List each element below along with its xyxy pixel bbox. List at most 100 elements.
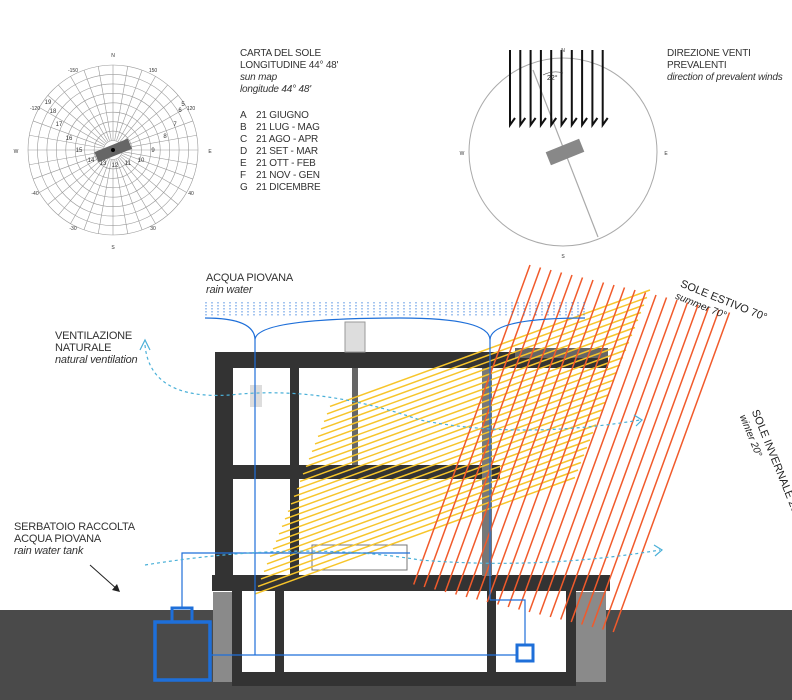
legend-label: 21 DICEMBRE — [256, 182, 321, 193]
azimuth-line — [97, 66, 112, 141]
window — [250, 385, 262, 407]
legend-key: B — [240, 122, 247, 133]
sun-map-center — [111, 148, 115, 152]
hour-label: 6 — [178, 108, 182, 114]
basement-column — [275, 590, 284, 674]
azimuth-line — [117, 76, 156, 142]
winter-sun-ray — [305, 349, 627, 468]
basement-wall — [232, 590, 242, 682]
foundation-slab — [232, 672, 576, 686]
summer-sun-ray — [591, 307, 710, 628]
legend-item: F 21 NOV - GEN — [240, 170, 321, 182]
azimuth-line — [29, 134, 104, 149]
azimuth-line — [70, 158, 109, 224]
winter-sun-ray — [326, 296, 648, 415]
azimuth-line — [114, 66, 129, 141]
azimuth-line — [33, 153, 104, 180]
summer-sun-ray — [560, 299, 678, 620]
ventilation-airflow — [144, 549, 661, 566]
winter-sun-ray — [308, 341, 630, 460]
legend-label: 21 LUG - MAG — [256, 122, 320, 133]
summer-sun-ray — [549, 297, 668, 618]
compass-label: S — [111, 245, 115, 251]
tank-pointer-arrowhead — [112, 584, 120, 592]
column — [290, 368, 299, 578]
basement-column — [487, 590, 496, 674]
wind-compass-circle — [468, 57, 658, 247]
legend-key: D — [240, 146, 248, 157]
legend-key: F — [240, 170, 246, 181]
azimuth-line — [29, 151, 104, 166]
winter-sun-ray — [320, 311, 642, 430]
legend-item: G 21 DICEMBRE — [240, 182, 321, 194]
azimuth-line — [122, 134, 197, 149]
winter-sun-ray — [323, 304, 645, 423]
summer-sun-ray — [528, 292, 647, 613]
summer-sun-ray — [581, 304, 699, 625]
azimuth-label: 120 — [187, 106, 196, 112]
hour-label: 17 — [56, 122, 63, 128]
winter-sun-ray — [275, 424, 597, 543]
basement-space — [235, 592, 572, 684]
summer-sun-ray — [612, 312, 731, 633]
legend-label: 21 SET - MAR — [256, 146, 318, 157]
azimuth-line — [122, 153, 193, 180]
azimuth-line — [114, 159, 129, 234]
summer-sun-ray — [455, 274, 573, 595]
hour-label: 10 — [138, 158, 145, 164]
winter-sun-ray — [311, 334, 633, 453]
azimuth-line — [39, 107, 105, 146]
wind-arrow — [539, 50, 547, 129]
compass-label: E — [208, 149, 212, 155]
wind-arrow — [519, 50, 527, 129]
angle-arc — [542, 71, 564, 76]
winter-sun-ray — [257, 469, 579, 588]
building-footprint — [545, 138, 585, 166]
winter-sun-ray — [287, 394, 609, 513]
summer-sun-ray — [497, 284, 615, 605]
compass-label: N — [561, 48, 565, 54]
legend-key: G — [240, 182, 248, 193]
winter-sun-ray — [284, 401, 606, 520]
legend-item: A 21 GIUGNO — [240, 110, 321, 122]
summer-sun-ray — [518, 289, 636, 610]
winter-sun-ray — [263, 454, 585, 573]
summer-sun-ray — [570, 302, 689, 623]
azimuth-line — [116, 70, 143, 141]
first-floor-slab — [215, 465, 500, 479]
azimuth-line — [97, 159, 112, 234]
airflow-arrowhead — [633, 414, 643, 427]
azimuth-label: -40 — [31, 191, 38, 197]
hour-label: 5 — [181, 102, 185, 108]
azimuth-line — [117, 158, 156, 224]
azimuth-line — [83, 159, 110, 230]
legend-label: 21 GIUGNO — [256, 110, 309, 121]
legend-key: A — [240, 110, 247, 121]
azimuth-label: 30 — [150, 226, 156, 232]
azimuth-line — [116, 159, 143, 230]
azimuth-label: -150 — [68, 68, 78, 74]
ventilation-airflow — [144, 344, 641, 431]
legend-key: C — [240, 134, 248, 145]
hour-label: 18 — [50, 109, 57, 115]
summer-sun-ray — [434, 269, 552, 590]
azimuth-line — [120, 156, 179, 205]
hour-label: 11 — [125, 161, 132, 167]
legend-label: 21 NOV - GEN — [256, 170, 320, 181]
summer-sun-ray — [413, 264, 531, 585]
ground-floor-slab — [212, 575, 610, 591]
tank-pointer — [89, 564, 119, 591]
water-supply-pipe — [181, 552, 410, 608]
chimney-vent — [344, 321, 366, 353]
wind-arrow — [570, 50, 578, 129]
summer-sun-ray — [507, 287, 626, 608]
gravel-fill — [213, 592, 235, 682]
airflow-arrowhead — [139, 338, 151, 351]
